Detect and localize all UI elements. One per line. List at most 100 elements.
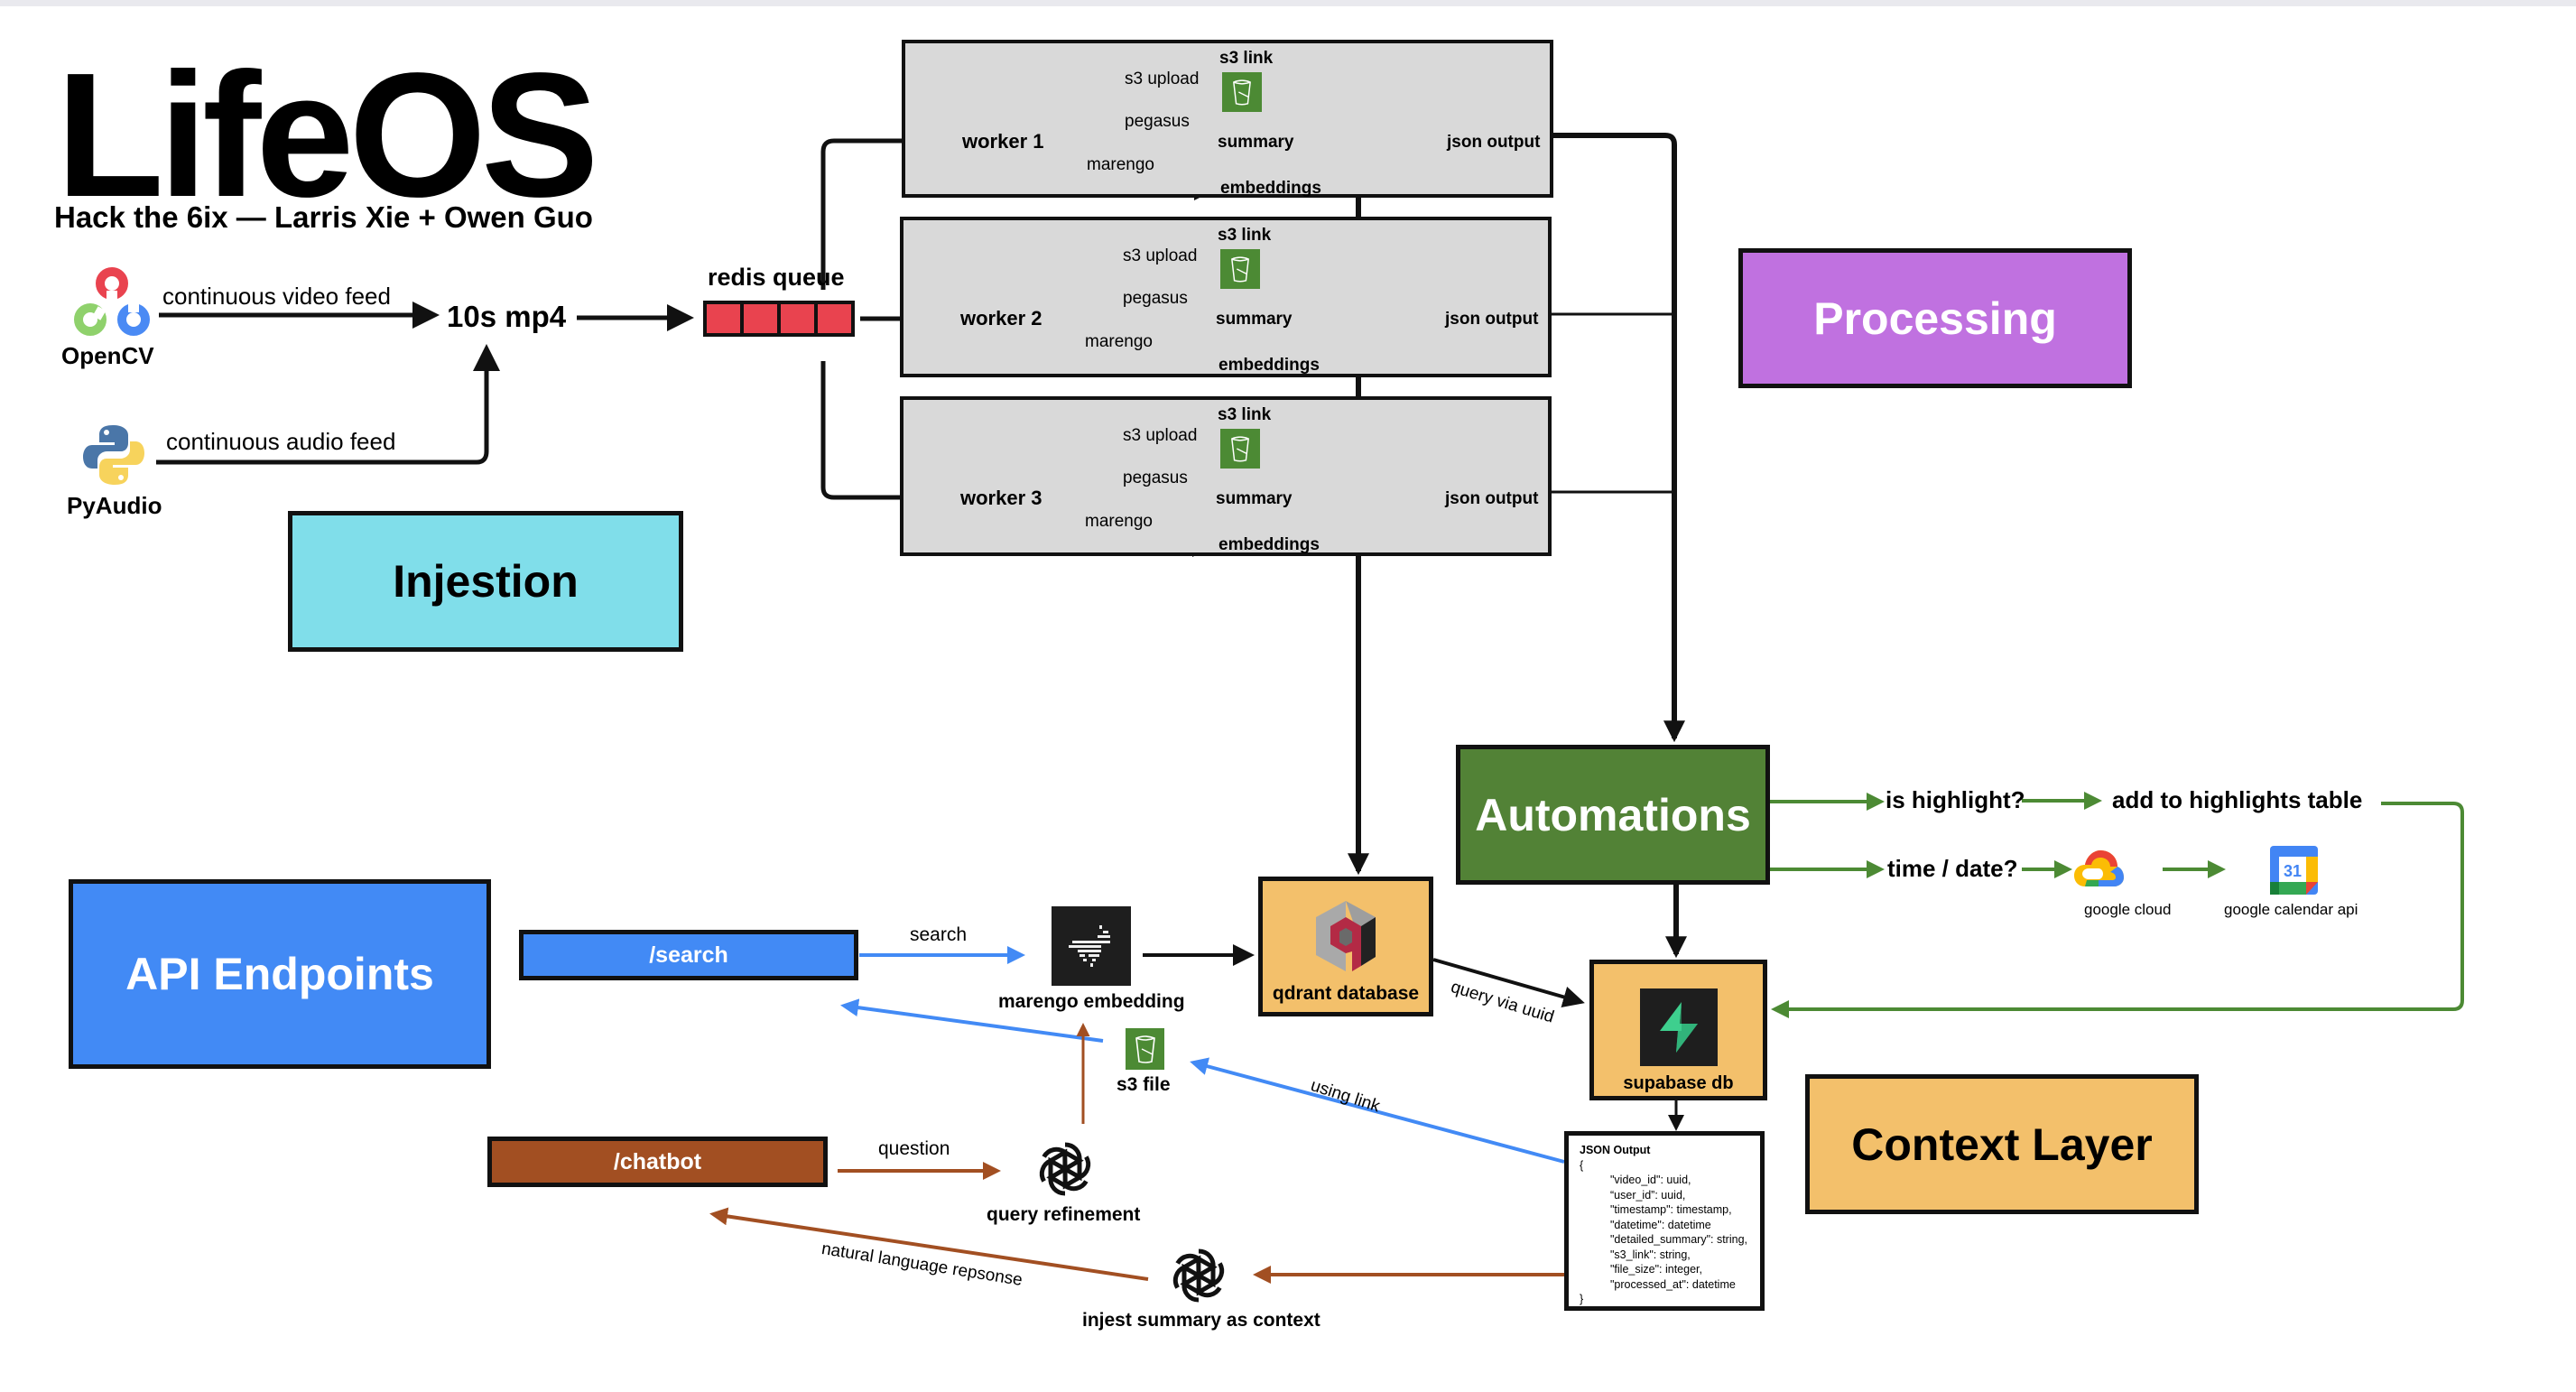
query-via-uuid-label: query via uuid (1448, 978, 1557, 1027)
queue-slot (818, 304, 851, 333)
qdrant-logo-icon (1316, 901, 1376, 978)
google-calendar-icon: 31 (2270, 846, 2318, 895)
question-edge-label: question (878, 1138, 950, 1159)
marengo-logo-icon (1052, 906, 1131, 986)
marengo-embedding-label: marengo embedding (998, 991, 1185, 1012)
qdrant-label: qdrant database (1272, 983, 1420, 1004)
json-field-line: "timestamp": timestamp, (1610, 1203, 1732, 1216)
json-open-brace: { (1580, 1158, 1584, 1172)
worker-label: worker 2 (960, 307, 1042, 329)
supabase-label: supabase db (1623, 1073, 1734, 1093)
json-output-card: JSON Output { "video_id": uuid, “user_id”… (1564, 1131, 1765, 1311)
json-output-label: json output (1445, 310, 1539, 329)
supabase-db-box: supabase db (1589, 960, 1767, 1100)
openai-logo-icon (1167, 1244, 1230, 1307)
worker-panel-2 (900, 217, 1552, 377)
google-calendar-label: google calendar api (2224, 901, 2358, 918)
json-field-line: "detailed_summary": string, (1610, 1233, 1747, 1246)
worker-label: worker 3 (960, 487, 1042, 509)
opencv-label: OpenCV (61, 342, 154, 369)
google-cloud-icon (2072, 847, 2125, 890)
api-endpoints-section-label: API Endpoints (125, 949, 434, 999)
queue-slot (707, 304, 744, 333)
processing-section-box: Processing (1738, 248, 2132, 388)
json-field-line: "video_id": uuid, (1610, 1174, 1691, 1186)
openai-logo-icon (1033, 1137, 1097, 1201)
python-logo-icon (81, 422, 146, 487)
queue-slot (781, 304, 818, 333)
json-output-title: JSON Output (1580, 1144, 1651, 1156)
page-subtitle: Hack the 6ix — Larris Xie + Owen Guo (54, 200, 593, 234)
time-date-label: time / date? (1887, 855, 2018, 882)
json-field-line: “user_id”: uuid, (1610, 1188, 1686, 1202)
worker-label: worker 1 (962, 130, 1044, 153)
summary-label: summary (1216, 489, 1293, 508)
chatbot-endpoint-label: /chatbot (613, 1148, 702, 1174)
summary-label: summary (1218, 133, 1294, 152)
is-highlight-label: is highlight? (1886, 786, 2025, 813)
json-close-brace: } (1580, 1293, 1584, 1305)
marengo-label: marengo (1085, 332, 1153, 351)
using-link-arrow (1190, 1057, 1565, 1164)
context-layer-section-label: Context Layer (1851, 1118, 2153, 1170)
s3-link-label: s3 link (1218, 405, 1272, 424)
marengo-label: marengo (1085, 512, 1153, 531)
svg-text:31: 31 (2284, 862, 2302, 880)
redis-queue (703, 301, 855, 337)
audio-feed-label: continuous audio feed (166, 428, 396, 455)
json-output-label: json output (1445, 489, 1539, 508)
s3-link-label: s3 link (1219, 49, 1274, 68)
s3-upload-label: s3 upload (1123, 246, 1198, 265)
s3-file-label: s3 file (1117, 1074, 1171, 1095)
pyaudio-label: PyAudio (67, 492, 162, 519)
page-title: LifeOS (56, 36, 599, 234)
mp4-chunk-label: 10s mp4 (447, 300, 567, 333)
marengo-label: marengo (1087, 155, 1154, 174)
qdrant-database-box: qdrant database (1258, 877, 1433, 1016)
automations-section-box: Automations (1456, 745, 1770, 885)
add-highlights-label: add to highlights table (2112, 786, 2363, 813)
queue-slot (744, 304, 781, 333)
worker-panel-3 (900, 396, 1552, 556)
search-endpoint-label: /search (649, 942, 728, 968)
chatbot-endpoint-button[interactable]: /chatbot (487, 1137, 828, 1187)
json-field-line: "s3_link": string, (1610, 1248, 1691, 1261)
json-output-label: json output (1447, 133, 1541, 152)
worker1-output-wire (1552, 133, 1685, 743)
using-link-label: using link (1308, 1076, 1383, 1117)
supabase-logo-icon (1639, 988, 1718, 1066)
query-refinement-label: query refinement (987, 1204, 1141, 1225)
json-field-line: "file_size": integer, (1610, 1263, 1702, 1276)
s3-bucket-icon (1126, 1028, 1164, 1070)
api-endpoints-section-box: API Endpoints (69, 879, 491, 1069)
s3-upload-label: s3 upload (1125, 70, 1200, 88)
pegasus-label: pegasus (1123, 469, 1188, 487)
search-edge-label: search (910, 924, 968, 945)
opencv-logo-icon (72, 267, 152, 338)
embeddings-label: embeddings (1220, 179, 1321, 198)
s3-bucket-icon (1220, 429, 1260, 469)
embeddings-label: embeddings (1219, 356, 1320, 375)
google-cloud-label: google cloud (2084, 901, 2172, 918)
s3-bucket-icon (1220, 249, 1260, 289)
summary-label: summary (1216, 310, 1293, 329)
nl-response-label: natural language repsonse (820, 1239, 1024, 1290)
embeddings-label: embeddings (1219, 535, 1320, 554)
pegasus-label: pegasus (1125, 112, 1190, 131)
processing-section-label: Processing (1813, 292, 2057, 344)
pegasus-label: pegasus (1123, 289, 1188, 308)
video-feed-label: continuous video feed (162, 283, 391, 310)
s3-upload-label: s3 upload (1123, 426, 1198, 445)
search-endpoint-button[interactable]: /search (519, 930, 858, 980)
injest-summary-label: injest summary as context (1082, 1310, 1320, 1331)
s3-link-label: s3 link (1218, 226, 1272, 245)
context-layer-section-box: Context Layer (1805, 1074, 2199, 1214)
redis-queue-label: redis queue (708, 264, 845, 291)
top-strip (0, 0, 2576, 6)
worker-panel-1 (902, 40, 1553, 198)
automations-section-label: Automations (1475, 789, 1751, 840)
s3-bucket-icon (1222, 72, 1262, 112)
json-field-line: "processed_at": datetime (1610, 1277, 1736, 1291)
injestion-section-label: Injestion (393, 556, 579, 607)
json-field-line: "datetime": datetime (1610, 1218, 1711, 1231)
